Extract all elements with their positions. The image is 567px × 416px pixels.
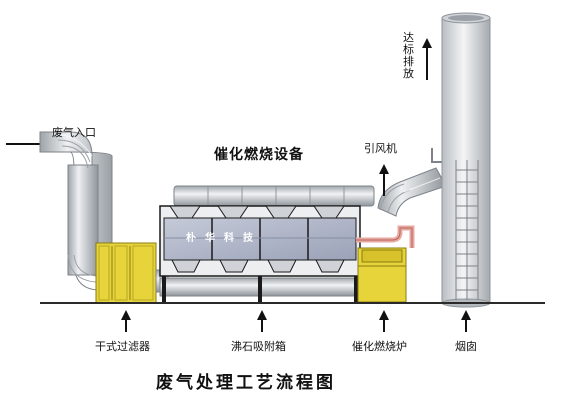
filter-box (95, 242, 157, 304)
diagram-title: 废气处理工艺流程图 (156, 373, 336, 393)
chimney (441, 12, 491, 308)
catalytic-furnace (357, 247, 407, 303)
equipment-title: 催化燃烧设备 (214, 147, 304, 163)
adsorber-frame (159, 205, 361, 302)
zeolite-pointer-arrow (257, 310, 267, 332)
zeolite-label: 沸石吸附箱 (231, 340, 286, 353)
fan-arrow-icon (379, 164, 389, 196)
inlet-label: 废气入口 (52, 126, 96, 139)
filter-pointer-arrow (121, 310, 131, 332)
hot-gas-pipe (356, 225, 415, 248)
fan-label: 引风机 (364, 142, 397, 155)
chimney-label: 烟囱 (455, 340, 477, 353)
fan-duct (377, 167, 447, 217)
exhaust-label: 达标排放 (403, 31, 414, 80)
filter-label: 干式过滤器 (95, 340, 150, 353)
chimney-pointer-arrow (461, 310, 471, 332)
exhaust-arrow-icon (422, 38, 432, 80)
furnace-pointer-arrow (379, 310, 389, 332)
fan-bracket (431, 148, 446, 163)
brand-text: 朴华科技 (186, 233, 262, 244)
upper-header-duct (173, 185, 375, 207)
furnace-label: 催化燃烧炉 (352, 340, 407, 353)
